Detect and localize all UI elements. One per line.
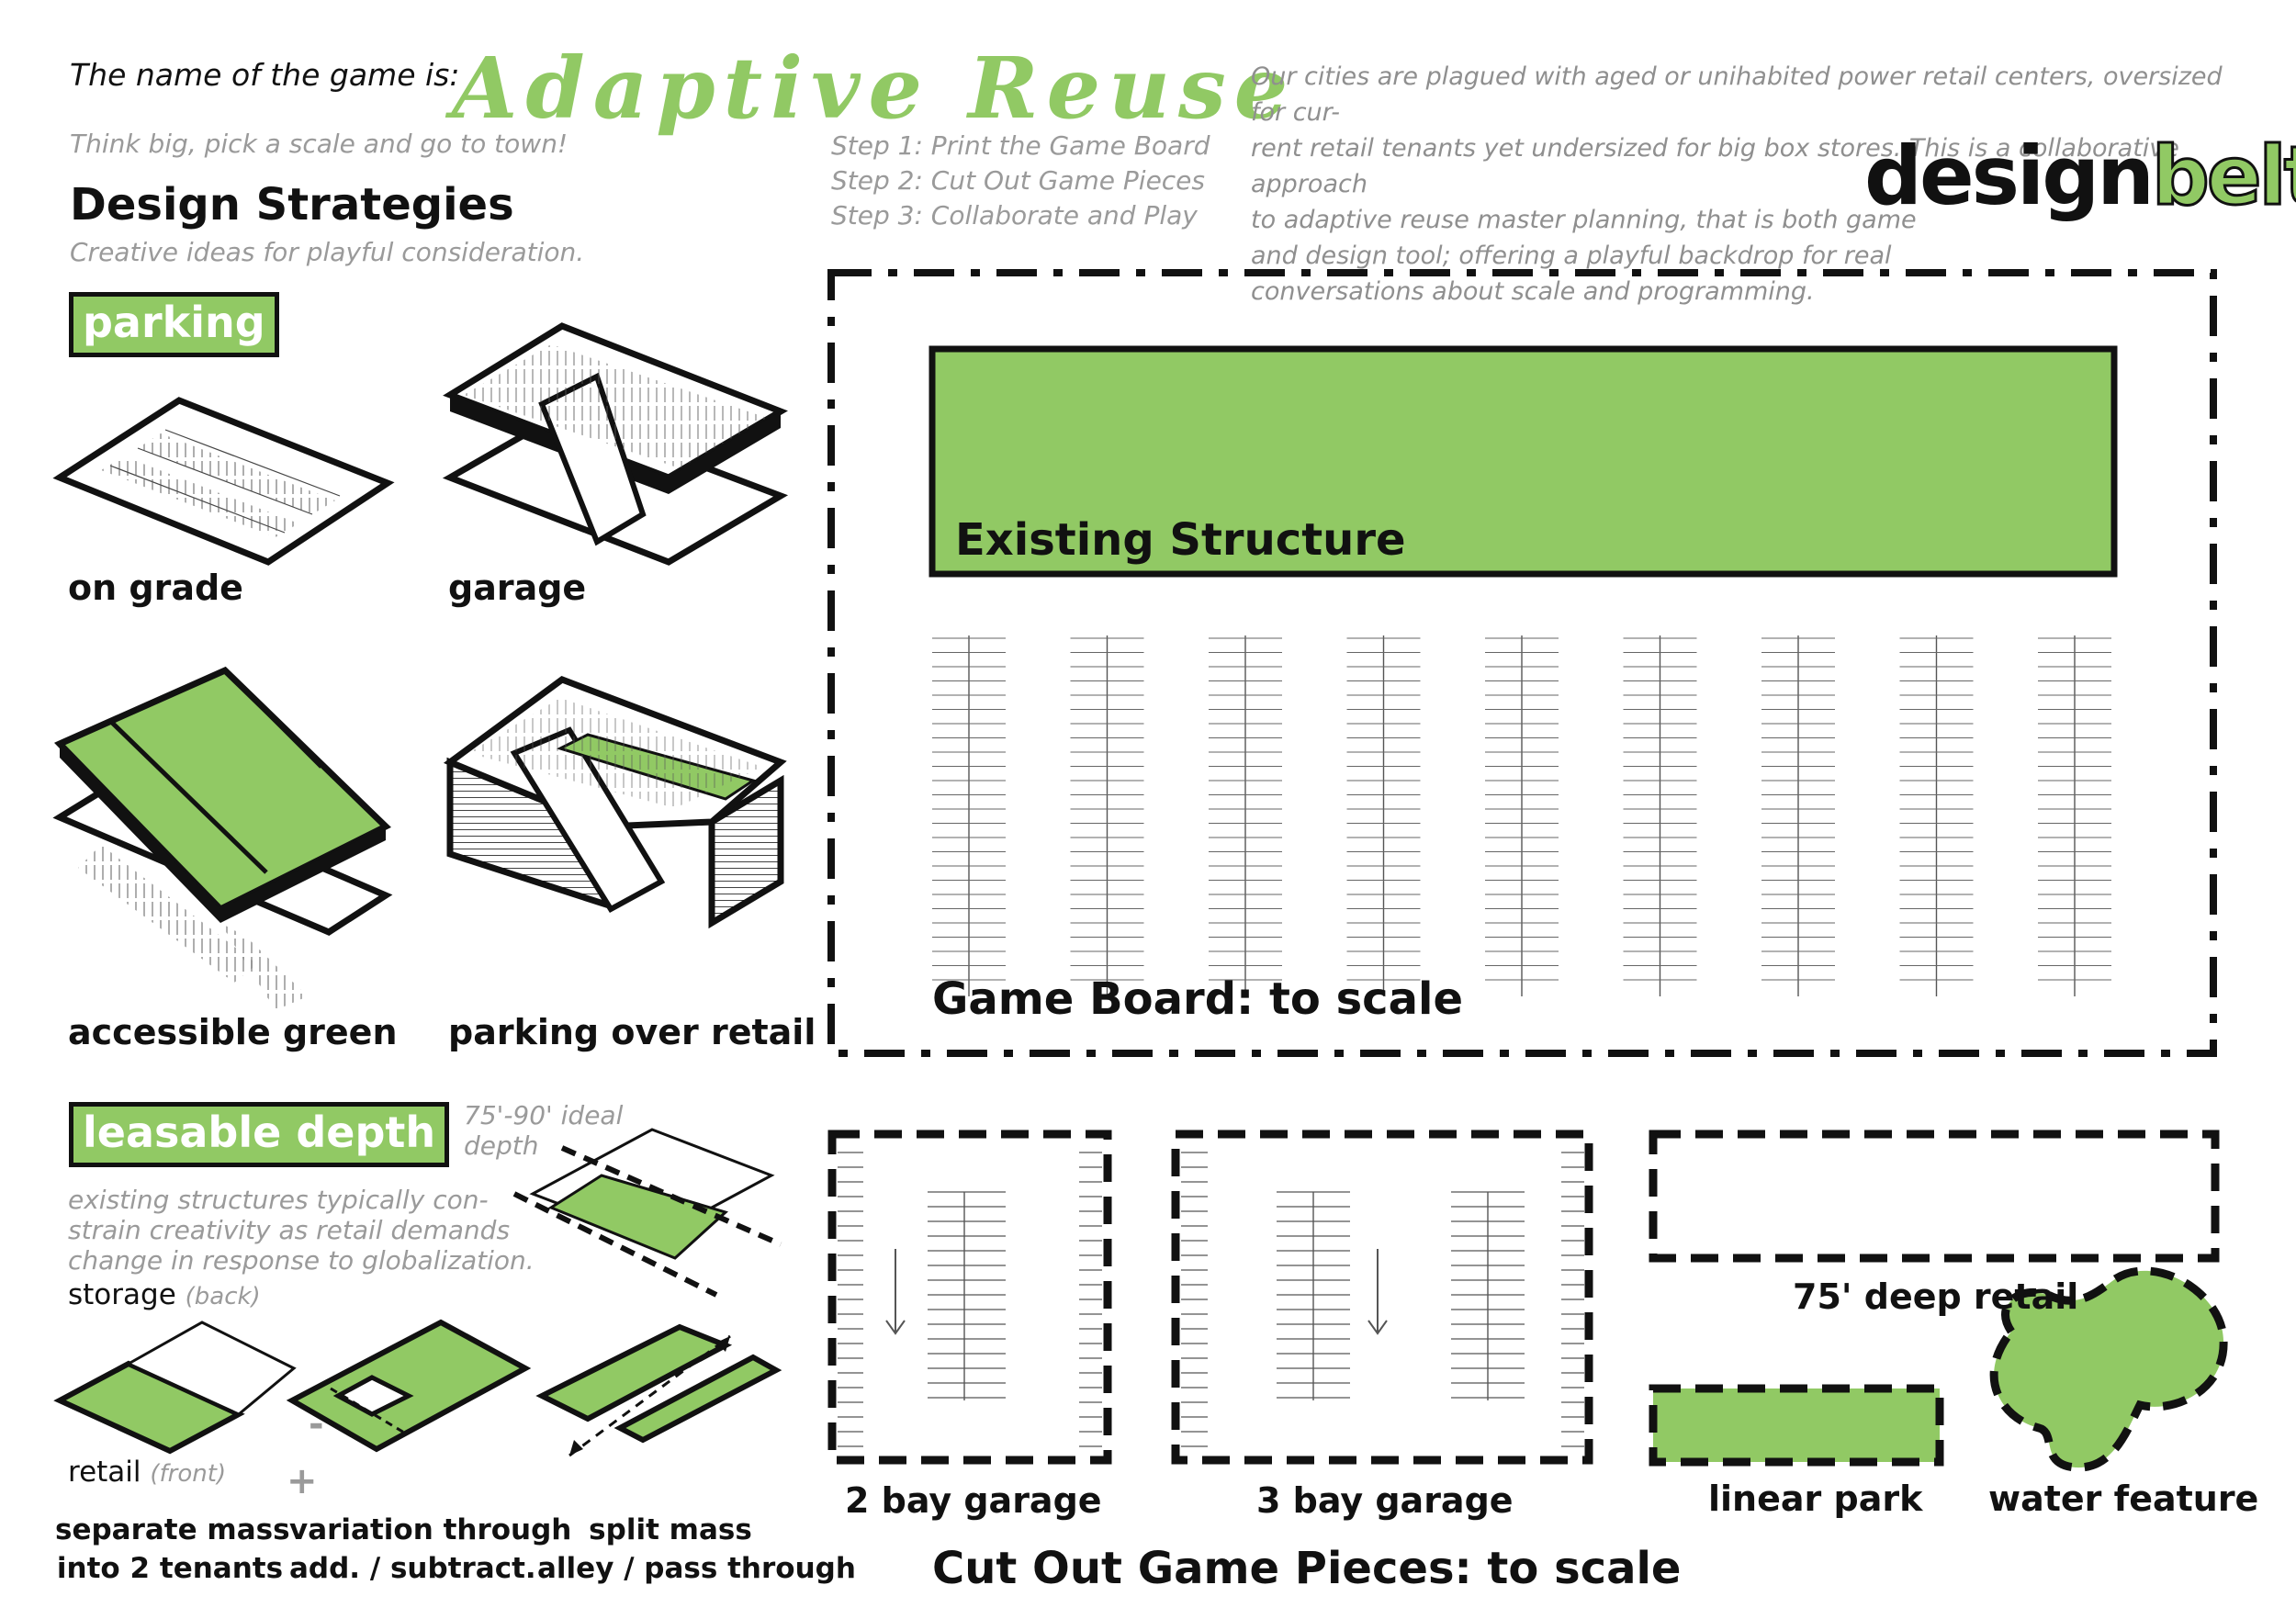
ideal-depth-line: 75'-90' ideal [464, 1100, 624, 1130]
description-line: rent retail tenants yet undersized for b… [1251, 134, 2179, 198]
cut-out-pieces-label: Cut Out Game Pieces: to scale [932, 1543, 1682, 1594]
caption-line: variation through [289, 1513, 572, 1546]
designbelt-logo: designbelt [1864, 134, 2296, 218]
three-bay-garage-stalls [1181, 1152, 1584, 1447]
on-grade-parking-illustration [52, 397, 395, 566]
linear-park-caption: linear park [1708, 1478, 1923, 1519]
parking-over-retail-caption: parking over retail [448, 1012, 816, 1052]
variation-caption: variation through add. / subtract. [289, 1511, 572, 1588]
description-line: to adaptive reuse master planning, that … [1251, 206, 1917, 234]
description-line: and design tool; offering a playful back… [1251, 242, 1892, 270]
arrow-head-icon [885, 1320, 906, 1335]
caption-line: split mass [589, 1513, 752, 1546]
deep-retail-caption: 75' deep retail [1793, 1276, 2079, 1317]
logo-belt-text: belt [2150, 129, 2296, 223]
minus-sign: - [309, 1403, 324, 1445]
water-feature-caption: water feature [1988, 1478, 2259, 1519]
game-board-label: Game Board: to scale [932, 973, 1464, 1025]
garage-parking-illustration [442, 322, 789, 566]
leasable-depth-label: leasable depth [69, 1102, 450, 1167]
storage-note: (back) [185, 1283, 261, 1310]
three-bay-garage-caption: 3 bay garage [1256, 1480, 1514, 1521]
intro-text: The name of the game is: [70, 57, 460, 93]
water-feature-piece [1989, 1266, 2228, 1472]
retail-note: (front) [150, 1460, 227, 1488]
storage-text: storage [68, 1278, 176, 1311]
design-strategies-subheading: Creative ideas for playful consideration… [70, 237, 585, 267]
steps-list: Step 1: Print the Game Board Step 2: Cut… [831, 129, 1210, 233]
garage-caption: garage [448, 568, 587, 608]
separate-mass-caption: separate mass into 2 tenants [55, 1511, 290, 1588]
arrow-head-icon [1367, 1320, 1388, 1335]
accessible-green-caption: accessible green [68, 1012, 398, 1052]
split-mass-illustration [535, 1323, 782, 1457]
game-title: Adaptive Reuse [452, 39, 1297, 138]
retail-text: retail [68, 1456, 141, 1489]
caption-line: into 2 tenants [56, 1552, 284, 1585]
caption-line: alley / pass through [537, 1552, 856, 1585]
two-bay-garage-stalls [838, 1152, 1102, 1447]
step-2: Step 2: Cut Out Game Pieces [831, 165, 1205, 196]
parking-over-retail-illustration [443, 676, 787, 932]
caption-line: separate mass [55, 1513, 290, 1546]
accessible-green-illustration [52, 666, 393, 1010]
design-strategies-heading: Design Strategies [70, 179, 514, 230]
on-grade-caption: on grade [68, 568, 243, 608]
description-line: conversations about scale and programmin… [1251, 277, 1815, 306]
variation-illustration [286, 1319, 532, 1453]
plus-sign: + [287, 1460, 318, 1502]
retail-label: retail (front) [68, 1456, 226, 1489]
leasable-note: existing structures typically con- strai… [68, 1185, 535, 1276]
step-1: Step 1: Print the Game Board [831, 130, 1210, 161]
split-mass-caption: split mass alley / pass through [537, 1511, 856, 1588]
parking-rows [932, 635, 2111, 996]
game-board-frame [827, 269, 2217, 1057]
description: Our cities are plagued with aged or unih… [1251, 59, 2229, 309]
existing-structure-block [929, 345, 2118, 578]
logo-design-text: design [1864, 129, 2155, 223]
existing-structure-label: Existing Structure [955, 514, 1406, 566]
ideal-depth-diagram [512, 1128, 782, 1298]
ideal-depth-note: 75'-90' ideal depth [464, 1100, 623, 1161]
separate-mass-illustration [53, 1321, 297, 1455]
description-line: Our cities are plagued with aged or unih… [1251, 62, 2223, 127]
linear-park-piece [1649, 1384, 1944, 1467]
leasable-note-line: strain creativity as retail demands [68, 1215, 511, 1245]
deep-retail-piece [1649, 1130, 2220, 1263]
storage-label: storage (back) [68, 1278, 261, 1311]
three-bay-garage-piece [1171, 1130, 1593, 1465]
two-bay-garage-caption: 2 bay garage [845, 1480, 1102, 1521]
parking-label: parking [69, 292, 279, 357]
leasable-note-line: change in response to globalization. [68, 1245, 535, 1276]
leasable-note-line: existing structures typically con- [68, 1185, 489, 1215]
ideal-depth-line: depth [464, 1130, 539, 1161]
step-3: Step 3: Collaborate and Play [831, 200, 1198, 230]
caption-line: add. / subtract. [289, 1552, 536, 1585]
two-bay-garage-piece [827, 1130, 1112, 1465]
tagline: Think big, pick a scale and go to town! [70, 129, 568, 159]
